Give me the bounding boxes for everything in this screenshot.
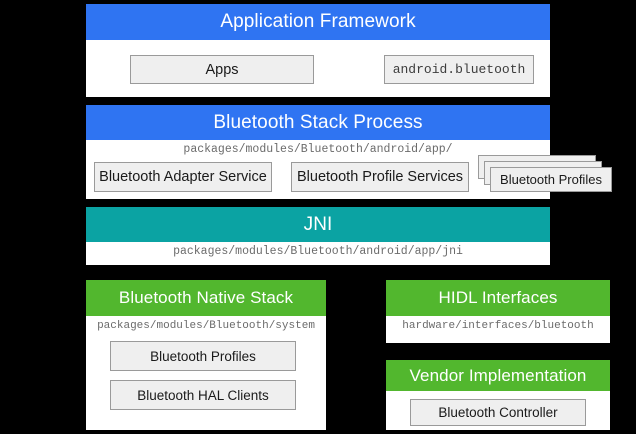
jni-header: JNI	[86, 207, 550, 242]
layer-bluetooth-stack-process: Bluetooth Stack Process packages/modules…	[86, 105, 612, 199]
layer-hidl-interfaces: HIDL Interfaces hardware/interfaces/blue…	[386, 280, 610, 343]
vendor-implementation-header: Vendor Implementation	[386, 360, 610, 391]
box-native-bluetooth-profiles[interactable]: Bluetooth Profiles	[110, 341, 296, 371]
hidl-interfaces-header: HIDL Interfaces	[386, 280, 610, 316]
layer-application-framework: Application Framework Apps android.bluet…	[86, 4, 550, 97]
layer-vendor-implementation: Vendor Implementation Bluetooth Controll…	[386, 360, 610, 430]
stacked-box-bluetooth-profiles[interactable]: Bluetooth Profiles	[478, 155, 636, 195]
jni-path-caption: packages/modules/Bluetooth/android/app/j…	[173, 245, 463, 258]
hidl-interfaces-body: hardware/interfaces/bluetooth	[386, 316, 610, 343]
box-bluetooth-hal-clients[interactable]: Bluetooth HAL Clients	[110, 380, 296, 410]
layer-jni: JNI packages/modules/Bluetooth/android/a…	[86, 207, 550, 265]
box-bluetooth-adapter-service[interactable]: Bluetooth Adapter Service	[94, 162, 272, 192]
box-apps[interactable]: Apps	[130, 55, 314, 84]
jni-body: packages/modules/Bluetooth/android/app/j…	[86, 242, 550, 265]
hidl-path-caption: hardware/interfaces/bluetooth	[402, 320, 594, 332]
box-bluetooth-profile-services[interactable]: Bluetooth Profile Services	[291, 162, 469, 192]
native-stack-path-caption: packages/modules/Bluetooth/system	[97, 320, 315, 332]
layer-bluetooth-native-stack: Bluetooth Native Stack packages/modules/…	[86, 280, 326, 430]
bluetooth-native-stack-header: Bluetooth Native Stack	[86, 280, 326, 316]
bluetooth-stack-process-header: Bluetooth Stack Process	[86, 105, 550, 140]
bluetooth-stack-process-body: packages/modules/Bluetooth/android/app/ …	[86, 140, 612, 199]
stacked-sheet-front-label[interactable]: Bluetooth Profiles	[490, 167, 612, 192]
box-bluetooth-controller[interactable]: Bluetooth Controller	[410, 399, 586, 426]
box-android-bluetooth[interactable]: android.bluetooth	[384, 55, 534, 84]
vendor-implementation-body: Bluetooth Controller	[386, 391, 610, 430]
bluetooth-native-stack-body: packages/modules/Bluetooth/system Blueto…	[86, 316, 326, 430]
application-framework-body: Apps android.bluetooth	[86, 40, 550, 97]
application-framework-header: Application Framework	[86, 4, 550, 40]
stack-process-path-caption: packages/modules/Bluetooth/android/app/	[183, 143, 453, 156]
